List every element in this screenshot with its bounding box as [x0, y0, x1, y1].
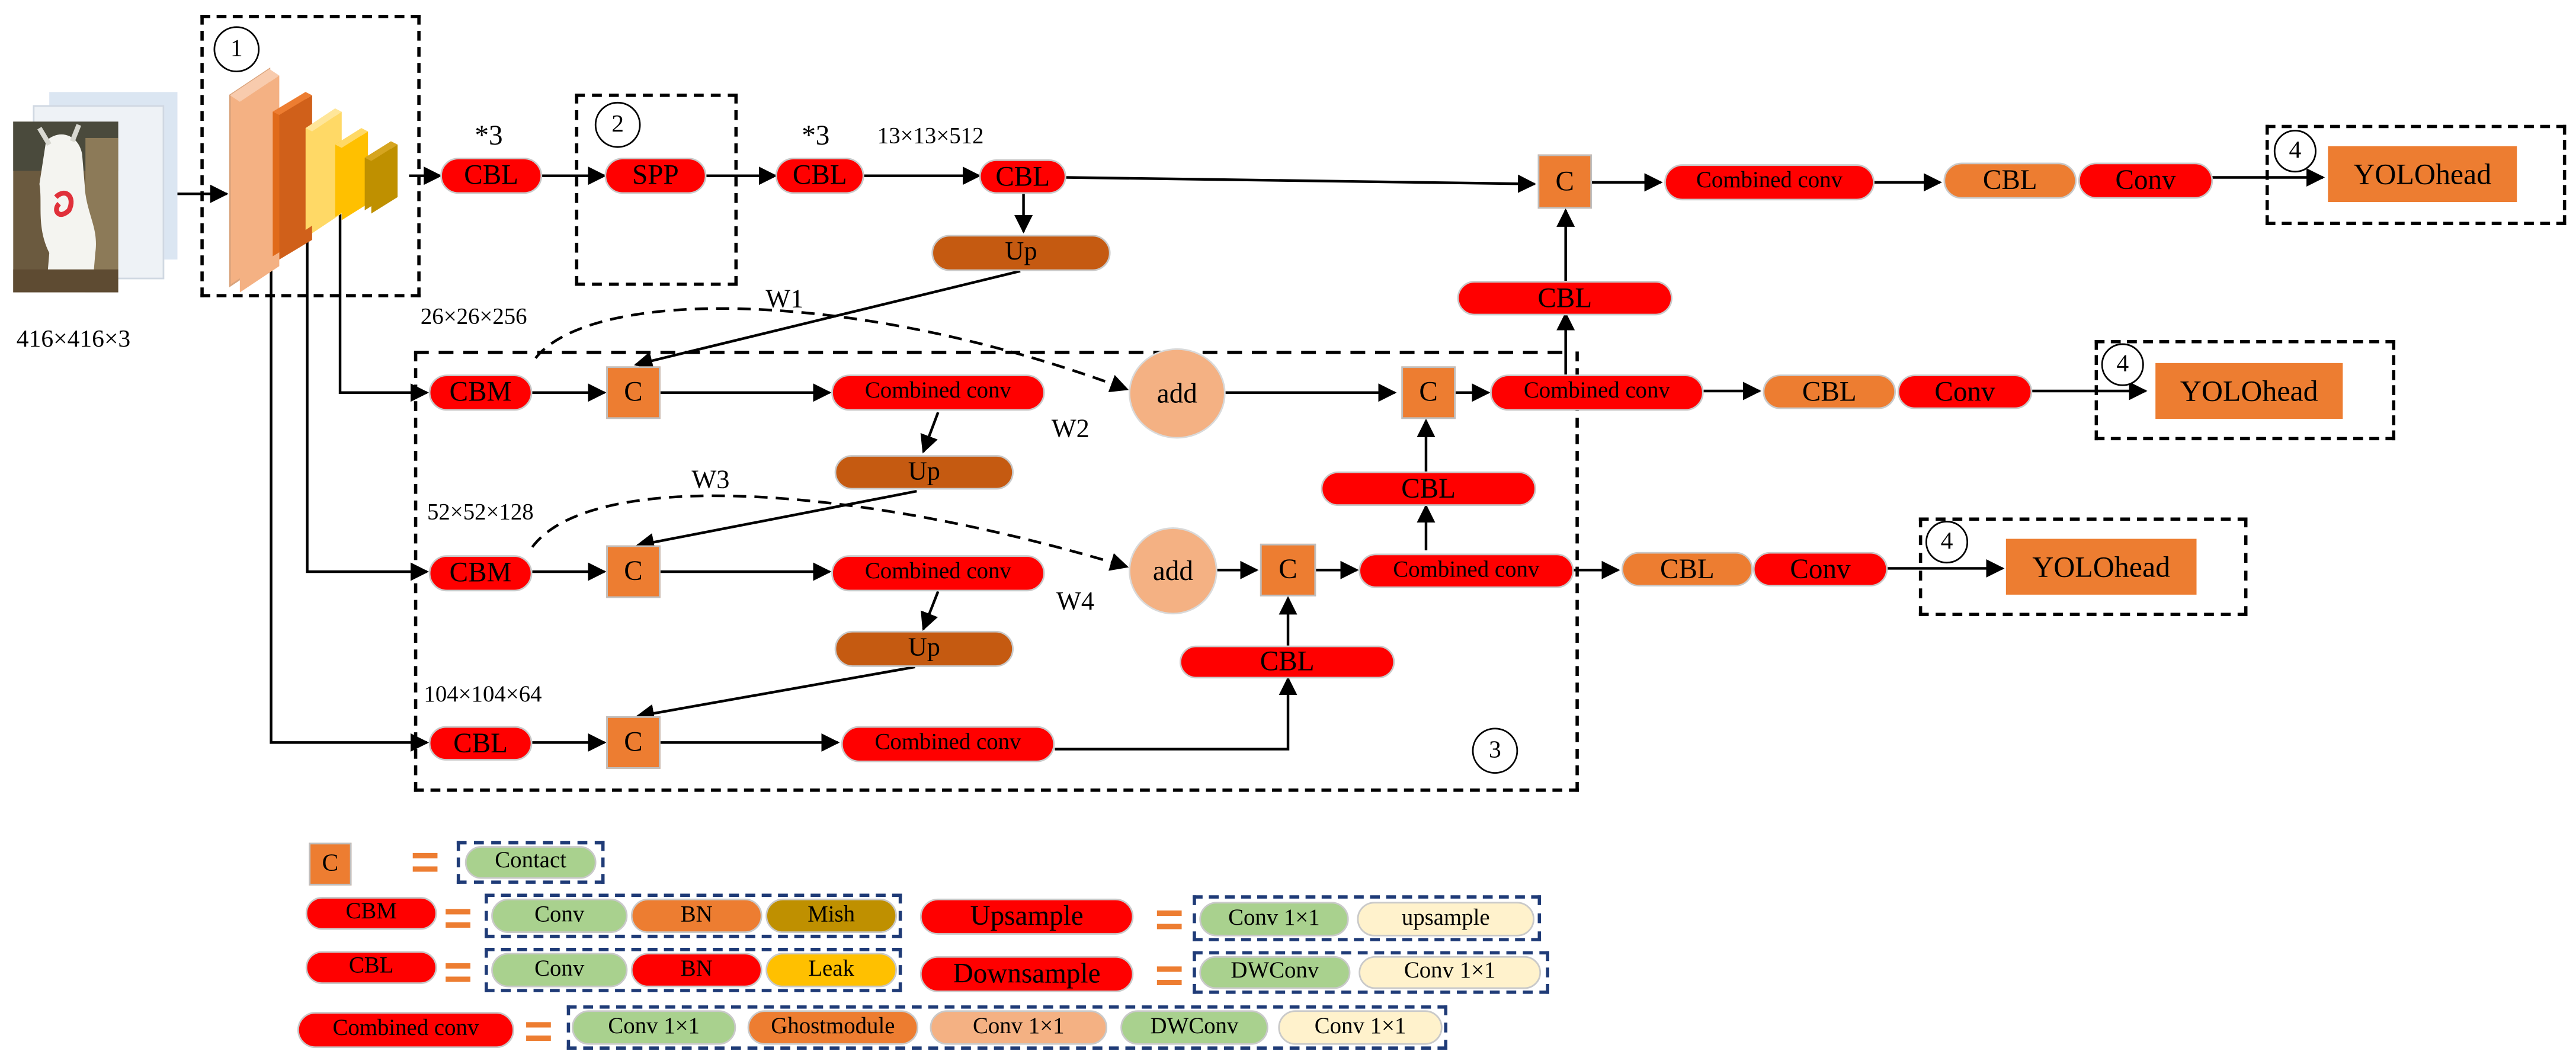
- weight-w4-label: W4: [1056, 588, 1095, 616]
- repeat-label-1: *3: [475, 120, 503, 152]
- head-group-box-3: [1918, 517, 2248, 616]
- cbl-block-head-2: CBL: [1763, 374, 1896, 409]
- head-index-badge-3: 4: [1925, 521, 1969, 564]
- input-image: [13, 92, 178, 302]
- legend-eq-cbm: =: [443, 892, 473, 947]
- neck-group-top-edge: [414, 351, 1564, 354]
- concat-block-52: C: [606, 545, 661, 598]
- combined-conv-block-104: Combined conv: [841, 726, 1055, 762]
- backbone-group-box: [200, 14, 421, 297]
- input-dims-label: 416×416×3: [16, 326, 131, 354]
- feature-52-label: 52×52×128: [427, 501, 534, 526]
- feature-26-label: 26×26×256: [420, 305, 527, 331]
- legend-downsample-part-2: Conv 1×1: [1359, 956, 1542, 989]
- legend-combined-part-3: Conv 1×1: [930, 1010, 1108, 1045]
- add-block-26: add: [1129, 348, 1226, 439]
- concat-block-top: C: [1537, 154, 1593, 209]
- legend-eq-upsample: =: [1155, 893, 1184, 948]
- yolohead-block-2: YOLOhead: [2155, 363, 2343, 419]
- legend-cbl-part-1: Conv: [491, 953, 628, 988]
- legend-cbm-box: [485, 893, 902, 938]
- combined-conv-block-26: Combined conv: [831, 374, 1045, 411]
- legend-cbm-part-3: Mish: [765, 898, 898, 934]
- backbone-layers-icon: [229, 67, 398, 293]
- weight-w3-label: W3: [691, 466, 730, 495]
- legend-contact: Contact: [464, 846, 597, 879]
- cbl-block-neck-top: CBL: [1457, 281, 1673, 316]
- add-block-52: add: [1129, 527, 1217, 615]
- legend-combined-part-1: Conv 1×1: [572, 1010, 736, 1045]
- goat-photo: [13, 121, 118, 293]
- concat-block-52b: C: [1260, 543, 1316, 597]
- legend-concat-box: [456, 841, 605, 884]
- legend-upsample-part-1: Conv 1×1: [1199, 902, 1349, 937]
- cbl-block-top-3: CBL: [979, 159, 1066, 194]
- legend-cbm-part-1: Conv: [491, 898, 628, 934]
- legend-eq-cbl: =: [443, 946, 473, 1001]
- combined-conv-block-top: Combined conv: [1664, 164, 1875, 201]
- feature-104-label: 104×104×64: [424, 683, 542, 709]
- conv-block-head-1: Conv: [2078, 162, 2213, 199]
- legend-cbm: CBM: [305, 897, 437, 930]
- legend-cbl-box: [485, 948, 902, 992]
- combined-conv-block-52b: Combined conv: [1359, 553, 1574, 588]
- head-group-box-2: [2094, 340, 2396, 441]
- repeat-label-2: *3: [802, 120, 830, 152]
- legend-downsample-part-1: DWConv: [1199, 956, 1351, 989]
- legend-combined-conv: Combined conv: [297, 1012, 514, 1049]
- conv-block-head-3: Conv: [1752, 552, 1888, 586]
- up-block-1: Up: [931, 235, 1111, 271]
- legend-downsample-box: [1193, 951, 1549, 994]
- spp-block: SPP: [604, 158, 707, 194]
- yolohead-block-3: YOLOhead: [2005, 538, 2197, 595]
- up-block-3: Up: [834, 630, 1014, 667]
- legend-cbm-part-2: BN: [630, 898, 762, 934]
- legend-upsample-box: [1193, 895, 1542, 941]
- cbl-block-neck-low: CBL: [1180, 645, 1395, 679]
- cbl-block-top-2: CBL: [775, 158, 864, 194]
- cbm-block-26: CBM: [428, 374, 533, 411]
- combined-conv-block-26b: Combined conv: [1490, 374, 1704, 411]
- legend-combined-box: [566, 1005, 1448, 1050]
- yolohead-block-1: YOLOhead: [2328, 146, 2517, 203]
- legend-cbl-part-3: Leak: [765, 953, 898, 988]
- neck-group-box: [414, 351, 1579, 792]
- cbl-block-top-1: CBL: [440, 158, 543, 194]
- legend-cbl: CBL: [305, 951, 437, 985]
- legend-upsample: Upsample: [919, 898, 1134, 935]
- legend-eq-downsample: =: [1155, 949, 1184, 1004]
- cbl-block-head-3: CBL: [1621, 552, 1753, 586]
- weight-w2-label: W2: [1051, 415, 1090, 444]
- concat-block-104: C: [606, 716, 661, 769]
- conv-block-head-2: Conv: [1897, 374, 2033, 409]
- feature-13-label: 13×13×512: [877, 124, 984, 150]
- head-index-badge-1: 4: [2273, 130, 2317, 173]
- up-block-2: Up: [834, 455, 1014, 490]
- combined-conv-block-52: Combined conv: [831, 555, 1045, 592]
- cbm-block-52: CBM: [428, 555, 533, 592]
- legend-downsample: Downsample: [919, 956, 1134, 992]
- concat-block-26: C: [606, 366, 661, 419]
- legend-concat-symbol: C: [309, 842, 352, 886]
- cbl-block-neck-mid: CBL: [1321, 471, 1536, 507]
- neck-index-badge: 3: [1472, 727, 1518, 774]
- legend-eq-combined: =: [524, 1005, 553, 1060]
- cbl-block-104: CBL: [428, 726, 533, 761]
- legend-combined-part-5: Conv 1×1: [1278, 1010, 1443, 1045]
- legend-cbl-part-2: BN: [630, 953, 762, 988]
- head-group-box-1: [2265, 124, 2567, 225]
- weight-w1-label: W1: [765, 286, 804, 314]
- cbl-block-head-1: CBL: [1943, 162, 2077, 199]
- legend-upsample-part-2: upsample: [1357, 902, 1534, 937]
- spp-index-badge: 2: [594, 101, 641, 148]
- legend-combined-part-2: Ghostmodule: [747, 1010, 919, 1045]
- head-index-badge-2: 4: [2101, 343, 2144, 386]
- legend-eq-concat: =: [411, 836, 440, 890]
- legend-combined-part-4: DWConv: [1120, 1010, 1268, 1045]
- concat-block-26b: C: [1401, 366, 1456, 419]
- spp-group-box: [575, 94, 738, 286]
- backbone-index-badge: 1: [213, 26, 260, 73]
